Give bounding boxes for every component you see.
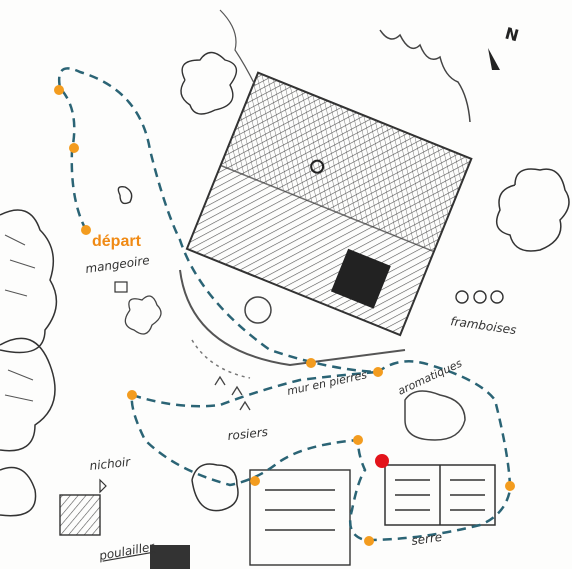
stop-marker[interactable] (69, 143, 79, 153)
garden-beds (249, 469, 351, 566)
shrub-coop (191, 463, 239, 512)
feeder (114, 281, 128, 293)
label-raspberries: framboises (450, 314, 518, 337)
greenhouse (384, 464, 496, 526)
tree-line-squiggle (219, 9, 256, 86)
compass-label: N (503, 24, 521, 46)
stop-marker[interactable] (373, 367, 383, 377)
label-feeder: mangeoire (84, 253, 150, 276)
label-roses: rosiers (227, 425, 269, 443)
smoke-squiggle (379, 29, 471, 123)
nest-box-shape (99, 478, 107, 494)
current-position-marker[interactable] (375, 454, 389, 468)
north-arrow-icon: N (488, 24, 521, 70)
raspberry-bushes (455, 290, 504, 304)
stop-marker[interactable] (505, 481, 515, 491)
coop-run (150, 545, 190, 569)
label-stone-wall: mur en pierres (286, 368, 368, 398)
label-chicken-coop: poulailler (97, 539, 156, 563)
chicken-coop-shape (59, 494, 101, 536)
terrace (179, 269, 406, 379)
left-bushes (0, 209, 58, 517)
rose-bushes (214, 375, 251, 411)
shrub-feeder (124, 295, 162, 335)
shrub-right (495, 168, 570, 252)
stop-marker[interactable] (54, 85, 64, 95)
stop-marker[interactable] (127, 390, 137, 400)
stop-marker[interactable] (306, 358, 316, 368)
stop-marker[interactable] (81, 225, 91, 235)
label-start: départ (92, 233, 142, 250)
house (185, 71, 473, 337)
route-stops (54, 85, 515, 546)
stop-marker[interactable] (353, 435, 363, 445)
stop-marker[interactable] (250, 476, 260, 486)
label-greenhouse: serre (410, 530, 443, 548)
label-nest-box: nichoir (89, 455, 132, 473)
walking-route (57, 67, 512, 542)
herb-bed (404, 390, 466, 441)
stop-marker[interactable] (364, 536, 374, 546)
shrub-top (117, 51, 238, 205)
